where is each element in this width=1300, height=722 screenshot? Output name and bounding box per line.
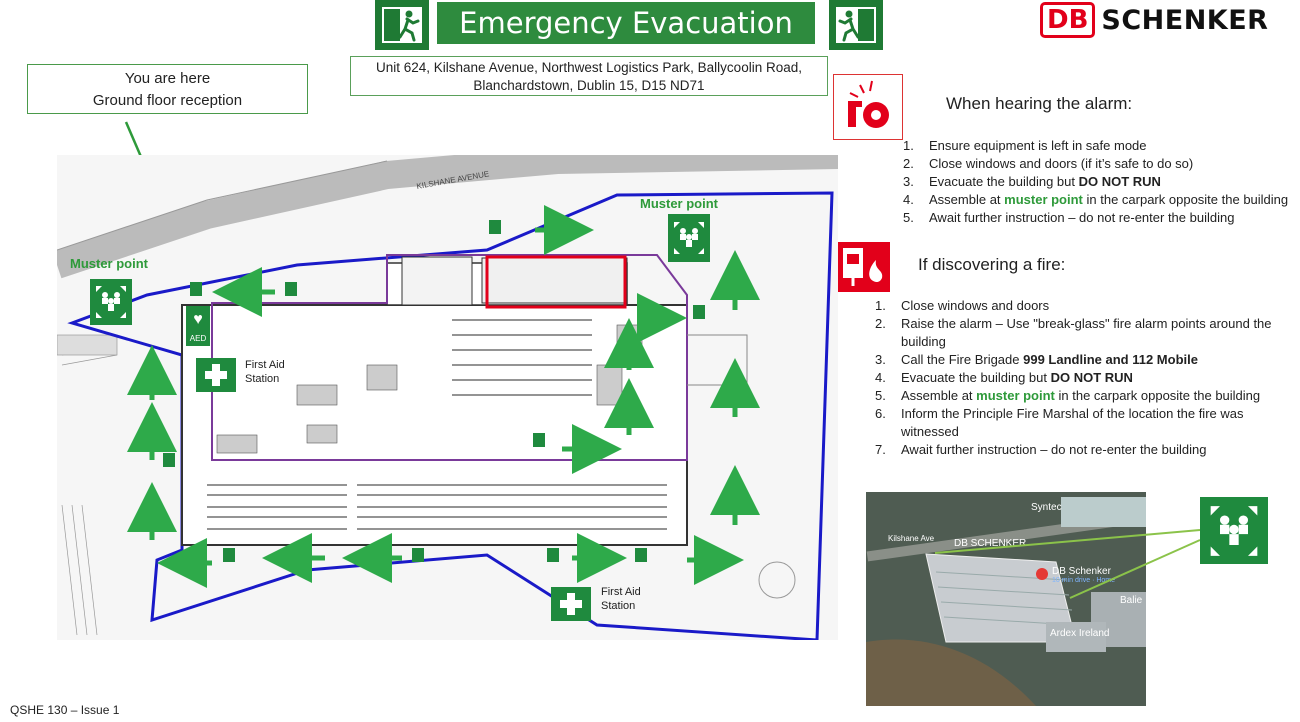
item-number: 3.: [903, 174, 914, 189]
alarm-heading: When hearing the alarm:: [946, 94, 1133, 113]
first-aid-line: Station: [601, 600, 636, 612]
item-number: 5.: [903, 210, 914, 225]
item-text: Evacuate the building but: [901, 370, 1051, 385]
item-text: in the carpark opposite the building: [1082, 192, 1289, 207]
fire-instructions: 1. Close windows and doors 2. Raise the al…: [875, 297, 1295, 459]
map-label: DB SCHENKER: [954, 538, 1027, 549]
map-label: Kilshane Ave: [888, 534, 935, 543]
item-emphasis: DO NOT RUN: [1078, 174, 1161, 189]
alarm-instructions: 1.Ensure equipment is left in safe mode …: [903, 137, 1300, 227]
item-text: Assemble at: [929, 192, 1005, 207]
first-aid-icon: [551, 587, 591, 621]
muster-point-label-left: Muster point: [70, 256, 148, 271]
map-label: Balie: [1120, 595, 1143, 606]
item-text: Evacuate the building but: [929, 174, 1079, 189]
list-item: 4. Evacuate the building but DO NOT RUN: [875, 369, 1295, 387]
muster-pointer-lines: [934, 529, 1201, 599]
first-aid-line: First Aid: [245, 359, 285, 371]
list-item: 4. Assemble at muster point in the carpar…: [903, 191, 1300, 209]
list-item: 7. Await further instruction – do not re-…: [875, 441, 1295, 459]
item-emphasis: DO NOT RUN: [1050, 370, 1133, 385]
muster-point-label-top: Muster point: [640, 196, 718, 211]
logo-name: SCHENKER: [1101, 4, 1269, 36]
location-label: Ground floor reception: [92, 92, 243, 109]
exit-sign-right-icon: [829, 0, 883, 50]
address-line-2: Blanchardstown, Dublin 15, D15 ND71: [473, 78, 705, 93]
item-text: Close windows and doors: [901, 298, 1050, 313]
address-line-1: Unit 624, Kilshane Avenue, Northwest Log…: [376, 60, 802, 75]
item-number: 2.: [903, 156, 914, 171]
first-aid-line: Station: [245, 373, 280, 385]
first-aid-line: First Aid: [601, 586, 641, 598]
item-text: Raise the alarm – Use "break-glass" fire…: [901, 316, 1272, 349]
item-emphasis: 999 Landline and 112 Mobile: [1023, 352, 1198, 367]
list-item: 2. Close windows and doors (if it’s safe …: [903, 155, 1300, 173]
item-text: Await further instruction – do not re-en…: [929, 210, 1235, 225]
fire-alarm-bell-icon: [833, 74, 903, 140]
item-text: Close windows and doors (if it’s safe to…: [929, 156, 1194, 171]
map-label: 10 min drive · Home: [1052, 577, 1116, 584]
db-schenker-logo: DB SCHENKER: [1040, 0, 1268, 40]
map-label: DB Schenker: [1052, 566, 1111, 577]
item-number: 5.: [875, 388, 886, 403]
item-text: in the carpark opposite the building: [1054, 388, 1261, 403]
list-item: 5. Await further instruction – do not re-…: [903, 209, 1300, 227]
fire-alarm-call-point-icon: [838, 242, 890, 292]
item-number: 4.: [875, 370, 886, 385]
first-aid-label-1: First Aid Station: [245, 358, 285, 386]
item-emphasis: muster point: [1004, 192, 1083, 207]
map-label: Ardex Ireland: [1050, 628, 1110, 639]
item-number: 1.: [875, 298, 886, 313]
page-title: Emergency Evacuation Plan: [437, 2, 815, 82]
address-box: Unit 624, Kilshane Avenue, Northwest Log…: [350, 56, 828, 96]
map-label: Syntec: [1031, 502, 1062, 513]
item-text: Ensure equipment is left in safe mode: [929, 138, 1147, 153]
first-aid-icon: [196, 358, 236, 392]
item-number: 1.: [903, 138, 914, 153]
you-are-here-box: You are here Ground floor reception: [27, 64, 308, 114]
item-number: 6.: [875, 406, 886, 421]
muster-point-icon: [90, 279, 132, 325]
list-item: 1. Close windows and doors: [875, 297, 1295, 315]
item-number: 7.: [875, 442, 886, 457]
list-item: 1. Ensure equipment is left in safe mode: [903, 137, 1300, 155]
item-text: Call the Fire Brigade: [901, 352, 1024, 367]
list-item: 3. Evacuate the building but DO NOT RUN: [903, 173, 1300, 191]
muster-point-icon: [668, 214, 710, 262]
logo-db: DB: [1040, 2, 1096, 38]
item-number: 2.: [875, 316, 886, 331]
list-item: 5. Assemble at muster point in the carpar…: [875, 387, 1295, 405]
exit-sign-left-icon: [375, 0, 429, 50]
evacuation-route-arrows: [127, 205, 760, 588]
document-reference: QSHE 130 – Issue 1: [10, 703, 120, 717]
aed-icon: ♥AED: [186, 306, 210, 346]
item-text: Inform the Principle Fire Marshal of the…: [901, 406, 1244, 439]
fire-heading: If discovering a fire:: [918, 255, 1066, 274]
first-aid-label-2: First Aid Station: [601, 585, 641, 613]
item-number: 3.: [875, 352, 886, 367]
you-are-here-label: You are here: [124, 70, 211, 87]
item-number: 4.: [903, 192, 914, 207]
item-text: Await further instruction – do not re-en…: [901, 442, 1207, 457]
satellite-map-image: Syntec Kilshane Ave DB SCHENKER DB Schen…: [866, 492, 1146, 706]
muster-point-icon: [1200, 497, 1268, 564]
list-item: 6. Inform the Principle Fire Marshal of t…: [875, 405, 1295, 441]
item-emphasis: muster point: [976, 388, 1055, 403]
list-item: 2. Raise the alarm – Use "break-glass" fi…: [875, 315, 1295, 351]
list-item: 3. Call the Fire Brigade 999 Landline and…: [875, 351, 1295, 369]
item-text: Assemble at: [901, 388, 977, 403]
aed-label: AED: [189, 334, 207, 343]
